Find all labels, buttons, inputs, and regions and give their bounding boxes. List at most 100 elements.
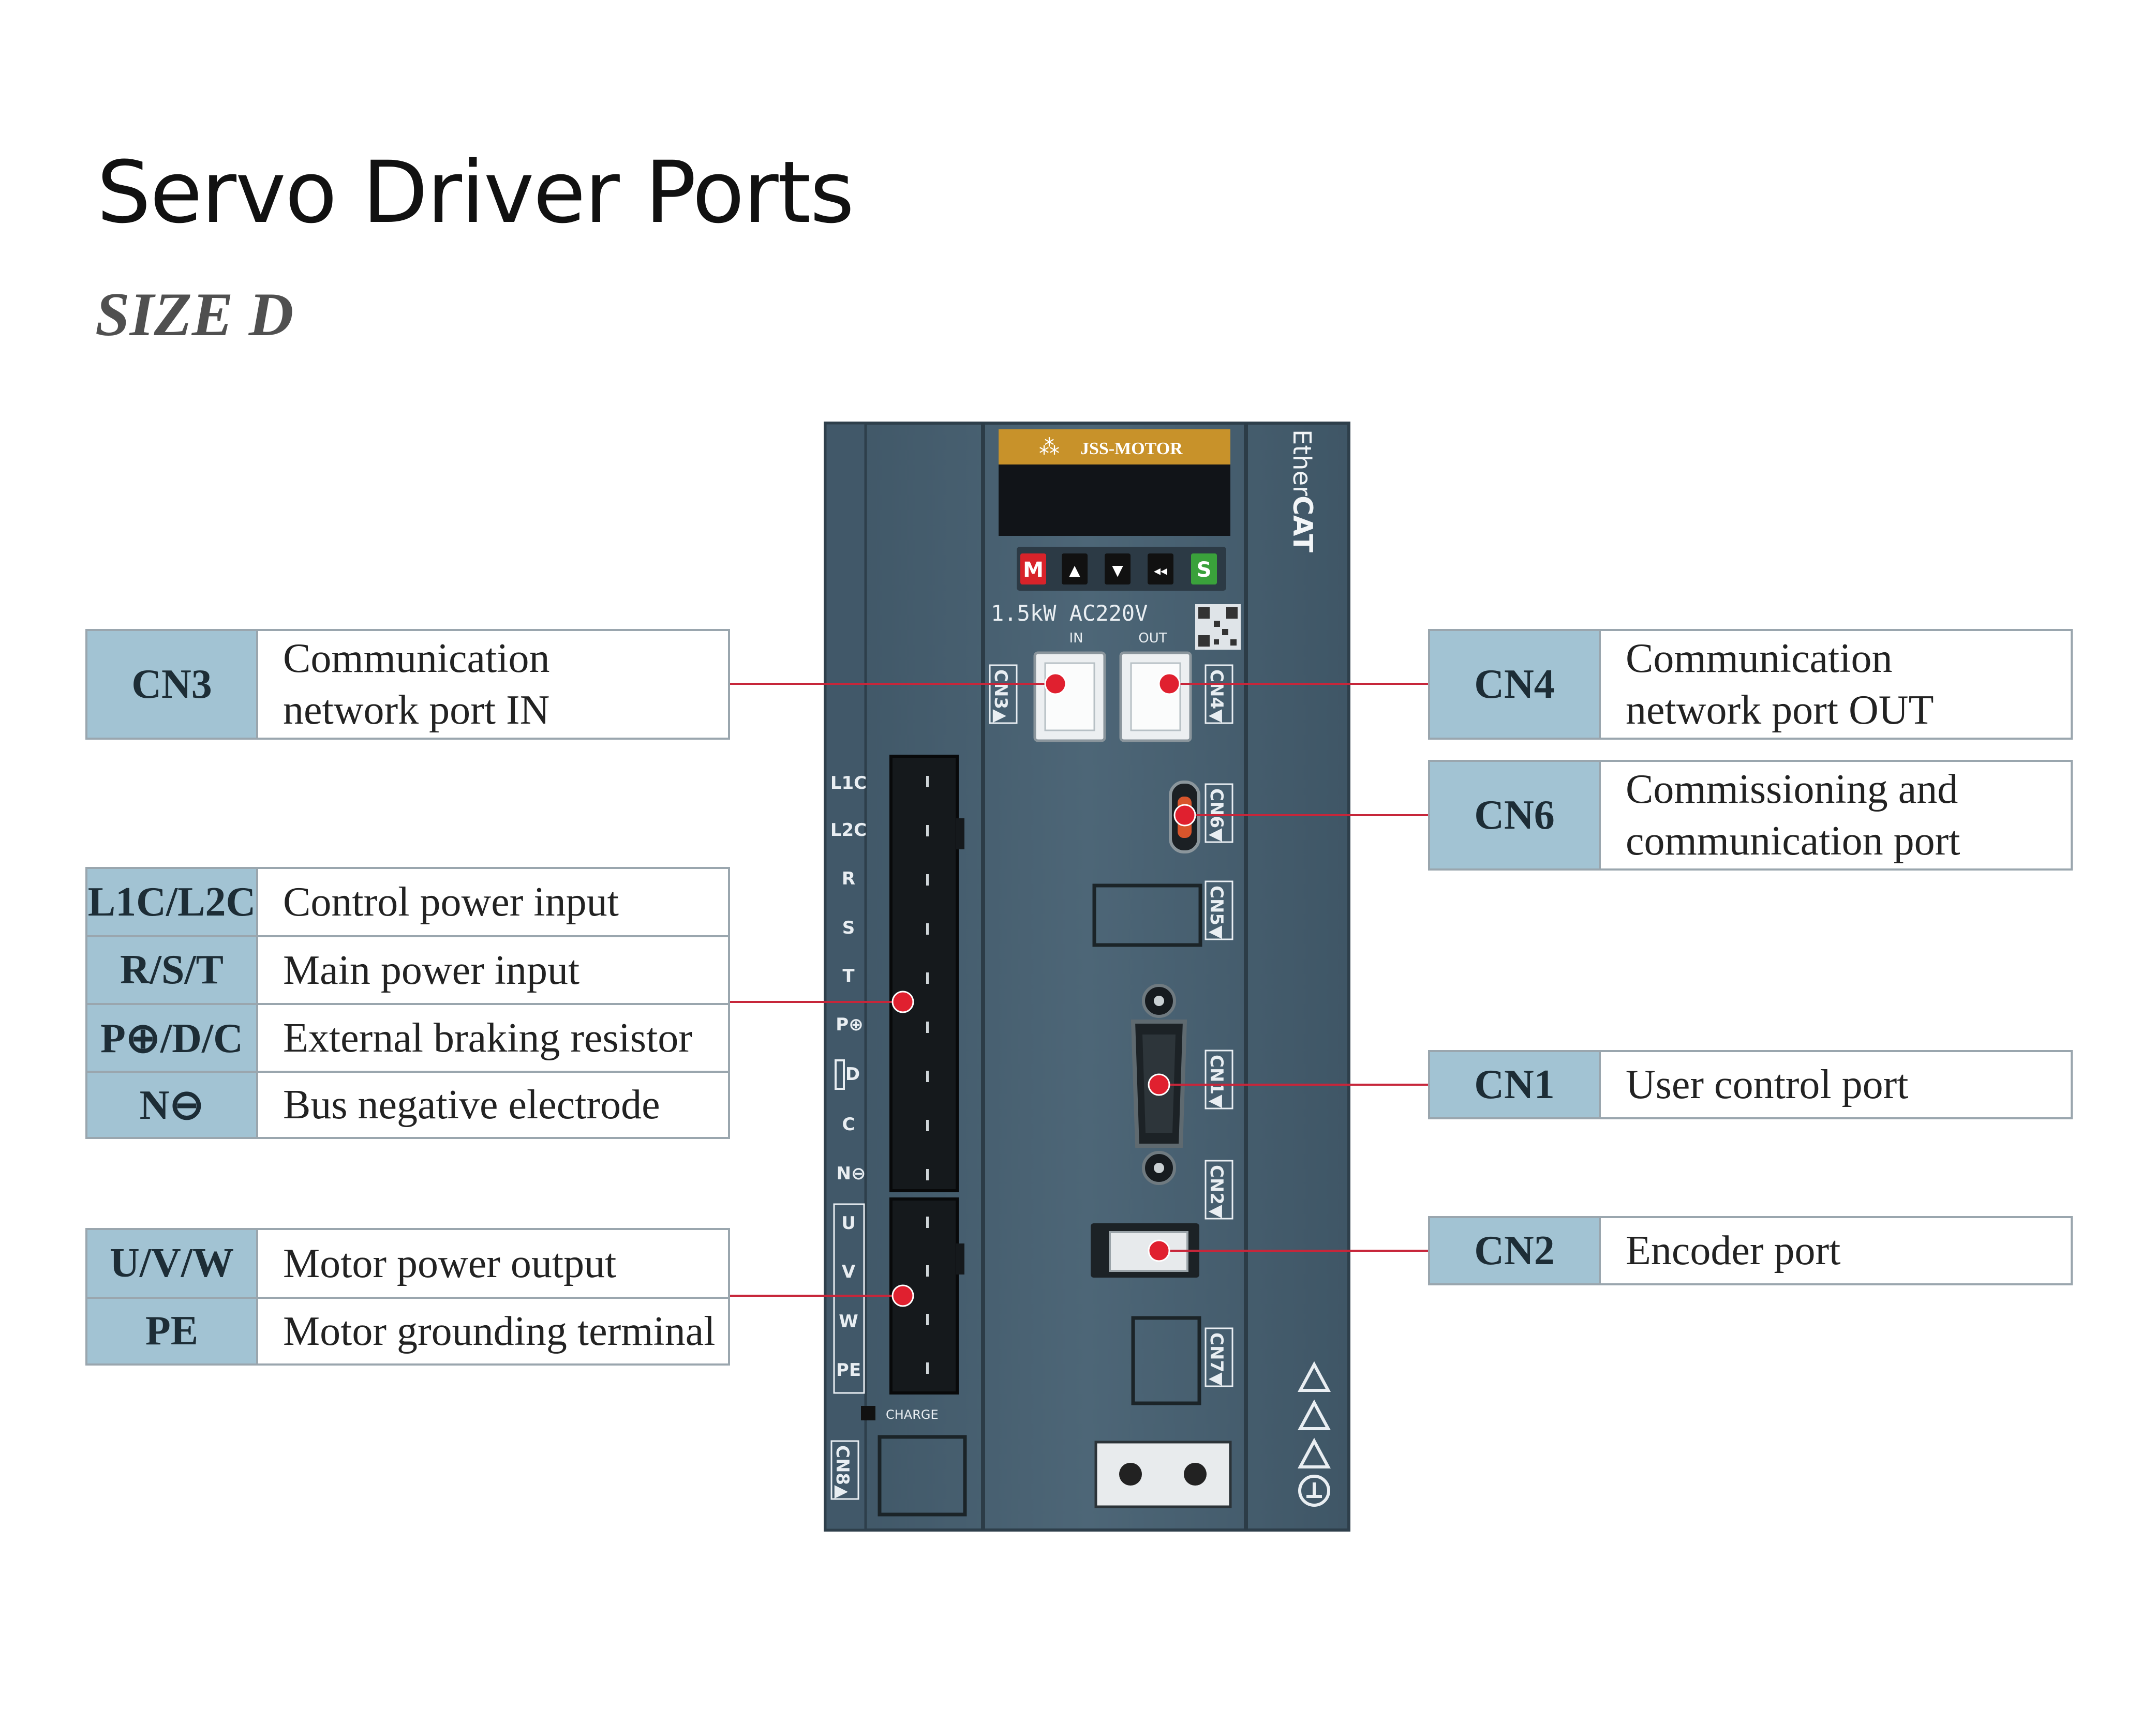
port-code: PE bbox=[87, 1299, 258, 1363]
port-row-n: N⊖ Bus negative electrode bbox=[87, 1071, 728, 1137]
port-in-label: IN bbox=[1069, 631, 1083, 646]
cn8-port[interactable] bbox=[878, 1435, 967, 1517]
callout-dot-cn2 bbox=[1148, 1239, 1170, 1262]
port-description: Communication network port IN bbox=[258, 631, 728, 738]
label-cn3: CN3▲ bbox=[989, 664, 1018, 724]
port-description: User control port bbox=[1601, 1052, 2071, 1117]
port-description-line: Commissioning and bbox=[1626, 767, 1958, 812]
cn5-port[interactable] bbox=[1092, 883, 1202, 947]
svg-text:CN4▼: CN4▼ bbox=[1206, 669, 1227, 723]
label-cn8: CN8▲ bbox=[830, 1440, 859, 1500]
port-description: Encoder port bbox=[1601, 1218, 2071, 1283]
port-code: U/V/W bbox=[87, 1230, 258, 1297]
cn4-port-latch bbox=[1130, 662, 1181, 731]
ethercat-logo: Ether CAT bbox=[1287, 429, 1318, 552]
motor-terminal-frame bbox=[833, 1203, 865, 1394]
port-description-line: Encoder port bbox=[1626, 1228, 1841, 1273]
label-cn2: CN2▼ bbox=[1205, 1160, 1233, 1220]
driver-left-rail bbox=[824, 422, 867, 1532]
terminal-label: L1C bbox=[830, 773, 867, 793]
port-code: CN6 bbox=[1430, 762, 1601, 868]
right-group-cn4: CN4 Communication network port OUT bbox=[1428, 629, 2073, 740]
callout-dot-cn1 bbox=[1148, 1073, 1170, 1096]
led-display bbox=[999, 464, 1230, 536]
qr-code bbox=[1195, 604, 1241, 650]
port-row-cn2: CN2 Encoder port bbox=[1430, 1218, 2071, 1283]
callout-dot-cn4 bbox=[1158, 672, 1181, 695]
port-row-l1c-l2c: L1C/L2C Control power input bbox=[87, 869, 728, 935]
button-up-label: ▲ bbox=[1069, 562, 1080, 579]
svg-text:CN2▼: CN2▼ bbox=[1206, 1165, 1227, 1219]
power-terminal-block-tab bbox=[956, 818, 964, 849]
port-code: N⊖ bbox=[87, 1073, 258, 1137]
port-code: CN1 bbox=[1430, 1052, 1601, 1117]
callout-dot-power bbox=[891, 991, 914, 1013]
callout-dot-motor bbox=[891, 1284, 914, 1307]
port-description-line: Communication bbox=[283, 636, 550, 681]
port-description-line: Motor power output bbox=[283, 1240, 617, 1286]
right-group-cn2: CN2 Encoder port bbox=[1428, 1216, 2073, 1285]
port-code: CN2 bbox=[1430, 1218, 1601, 1283]
port-description: Control power input bbox=[258, 869, 728, 935]
keypad-buttons: M ▲ ▼ ◂◂ S bbox=[1020, 553, 1217, 584]
terminal-label: N⊖ bbox=[837, 1163, 866, 1184]
port-row-cn6: CN6 Commissioning and communication port bbox=[1430, 762, 2071, 868]
terminal-label: PE bbox=[836, 1360, 861, 1381]
terminal-label: D bbox=[845, 1064, 860, 1085]
svg-text:CN7▼: CN7▼ bbox=[1206, 1332, 1227, 1386]
braking-resistor-symbol bbox=[835, 1059, 845, 1090]
button-m[interactable] bbox=[1020, 553, 1046, 584]
ethercat-logo-suffix: CAT bbox=[1287, 496, 1318, 552]
button-s[interactable] bbox=[1191, 553, 1217, 584]
terminal-label: L2C bbox=[830, 820, 867, 841]
brand-name: JSS-MOTOR bbox=[1080, 439, 1183, 458]
port-code: R/S/T bbox=[87, 937, 258, 1003]
port-code: CN4 bbox=[1430, 631, 1601, 738]
port-description: Commissioning and communication port bbox=[1601, 762, 2071, 868]
cn1-connector[interactable] bbox=[1131, 984, 1187, 1185]
cn7-port[interactable] bbox=[1131, 1316, 1201, 1405]
motor-terminal-block-tab bbox=[956, 1243, 964, 1275]
port-code: P⊕/D/C bbox=[87, 1005, 258, 1071]
button-s-label: S bbox=[1197, 558, 1212, 582]
svg-text:CN3▲: CN3▲ bbox=[990, 669, 1011, 723]
terminal-label: U bbox=[841, 1213, 856, 1234]
charge-label: CHARGE bbox=[886, 1407, 939, 1422]
callout-dot-cn6 bbox=[1173, 804, 1196, 827]
ethercat-logo-prefix: Ether bbox=[1287, 429, 1316, 496]
button-m-label: M bbox=[1023, 558, 1044, 582]
terminal-label: R bbox=[842, 868, 855, 889]
button-down[interactable] bbox=[1105, 553, 1131, 584]
port-description-line: network port OUT bbox=[1626, 687, 1934, 733]
terminal-label: T bbox=[842, 966, 855, 986]
hot-surface-icon bbox=[1297, 1437, 1331, 1468]
button-up[interactable] bbox=[1062, 553, 1088, 584]
ground-terminal[interactable] bbox=[1094, 1441, 1232, 1508]
ground-icon bbox=[1298, 1475, 1330, 1507]
port-row-uvw: U/V/W Motor power output bbox=[87, 1230, 728, 1297]
port-row-cn1: CN1 User control port bbox=[1430, 1052, 2071, 1117]
label-cn4: CN4▼ bbox=[1205, 664, 1233, 724]
label-cn7: CN7▼ bbox=[1205, 1327, 1233, 1387]
port-out-label: OUT bbox=[1138, 631, 1167, 646]
port-row-rst: R/S/T Main power input bbox=[87, 935, 728, 1003]
left-group-cn3: CN3 Communication network port IN bbox=[85, 629, 730, 740]
brand-bar bbox=[999, 429, 1230, 464]
port-description-line: network port IN bbox=[283, 687, 550, 733]
left-group-power: L1C/L2C Control power input R/S/T Main p… bbox=[85, 867, 730, 1139]
callout-lines bbox=[730, 683, 1428, 1297]
button-shift[interactable] bbox=[1148, 553, 1173, 584]
port-row-cn4: CN4 Communication network port OUT bbox=[1430, 631, 2071, 738]
right-group-cn1: CN1 User control port bbox=[1428, 1050, 2073, 1119]
power-terminal-block[interactable] bbox=[889, 755, 959, 1192]
callout-dot-cn3 bbox=[1044, 672, 1067, 695]
port-description: Motor power output bbox=[258, 1230, 728, 1297]
port-description: Motor grounding terminal bbox=[258, 1299, 728, 1363]
right-group-cn6: CN6 Commissioning and communication port bbox=[1428, 760, 2073, 871]
port-description-line: communication port bbox=[1626, 818, 1960, 864]
port-description-line: Motor grounding terminal bbox=[283, 1308, 716, 1354]
brand-icon: ⁂ bbox=[1039, 436, 1060, 459]
page-subtitle: SIZE D bbox=[95, 280, 294, 349]
port-row-pe: PE Motor grounding terminal bbox=[87, 1297, 728, 1363]
